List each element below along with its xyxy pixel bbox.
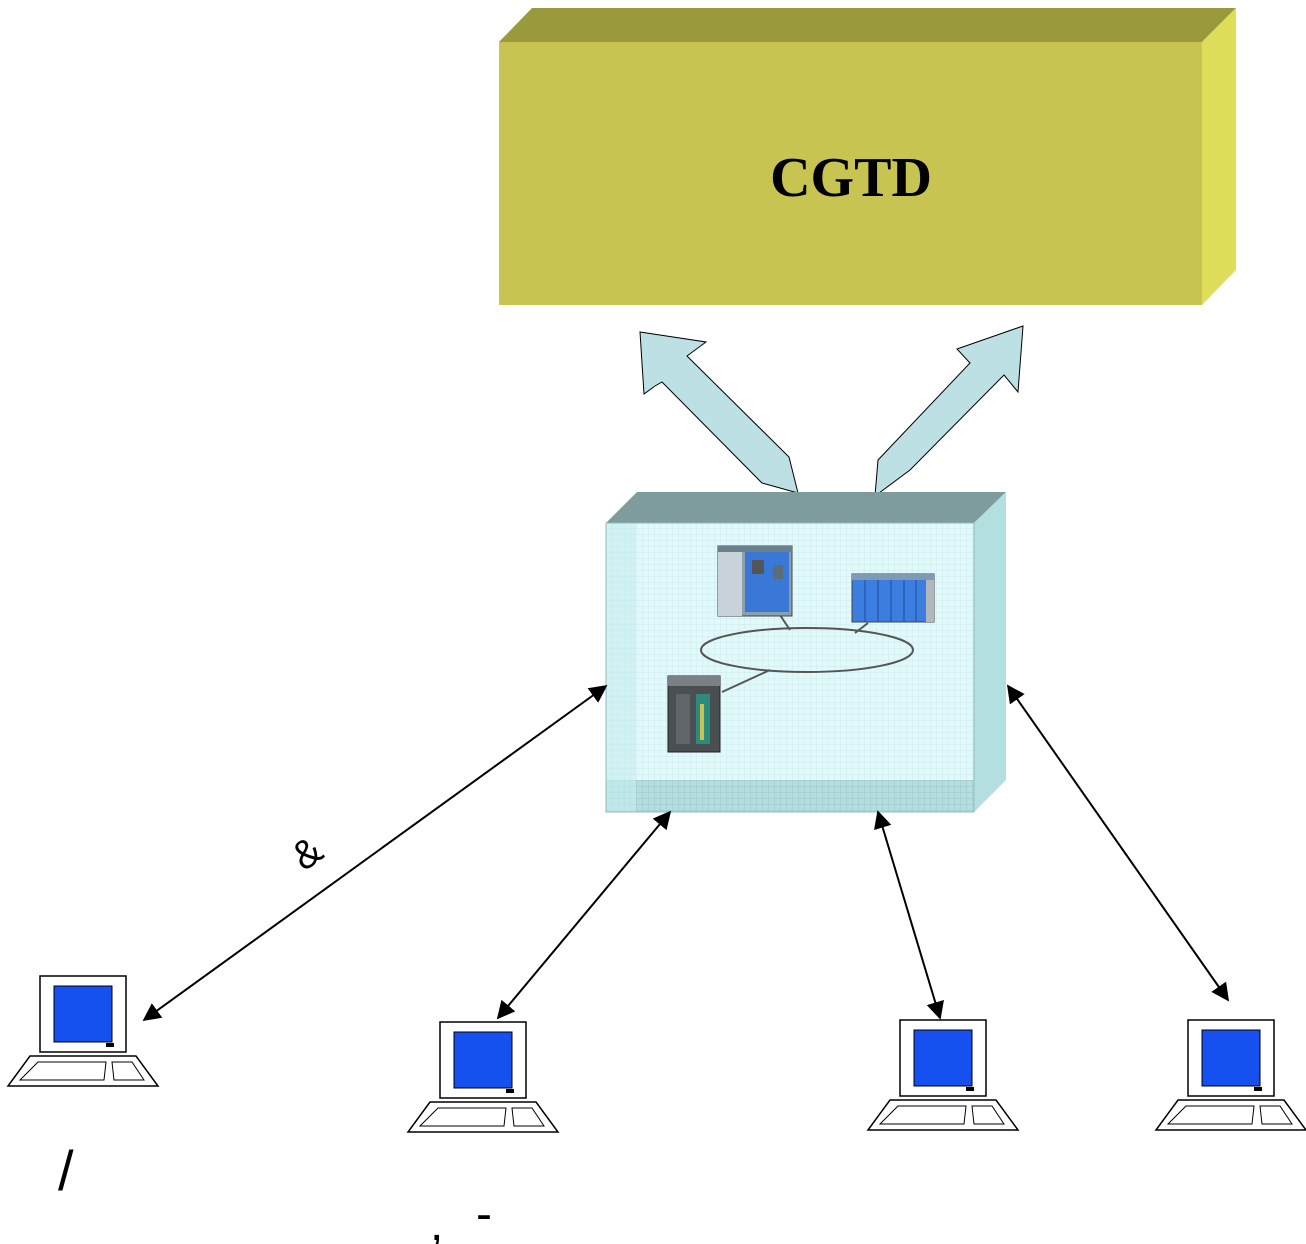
link-terminal-3: [874, 810, 944, 1020]
server-icon: [717, 545, 793, 617]
fat-arrow-right: [874, 325, 1024, 498]
cgtd-block-side: [1202, 8, 1236, 305]
cgtd-block: CGTD: [499, 8, 1236, 305]
link-terminal-2: [496, 810, 672, 1020]
computer-icon: [6, 975, 160, 1087]
link-lines: [142, 684, 1230, 1022]
computer-icon: [406, 1021, 560, 1133]
network-ring: [700, 627, 914, 673]
bottom-center-label-b: -: [476, 1188, 492, 1241]
bottom-left-label: /: [58, 1139, 74, 1202]
rack-icon: [851, 573, 935, 623]
hub-box-side: [974, 492, 1006, 812]
fat-arrow-left: [639, 331, 799, 494]
computer-icon: [866, 1019, 1020, 1131]
link-label-left: &: [283, 828, 331, 879]
link-terminal-1: [142, 684, 608, 1022]
cgtd-label: CGTD: [770, 147, 932, 209]
cgtd-block-top: [499, 8, 1236, 42]
link-terminal-4: [1006, 684, 1230, 1002]
hub-box-top: [606, 492, 1006, 523]
hub-box: [605, 492, 1006, 813]
bottom-center-label-a: ,: [430, 1198, 443, 1244]
tower-icon: [667, 675, 721, 753]
computer-icon: [1154, 1019, 1306, 1131]
cgtd-block-front: [499, 42, 1202, 305]
